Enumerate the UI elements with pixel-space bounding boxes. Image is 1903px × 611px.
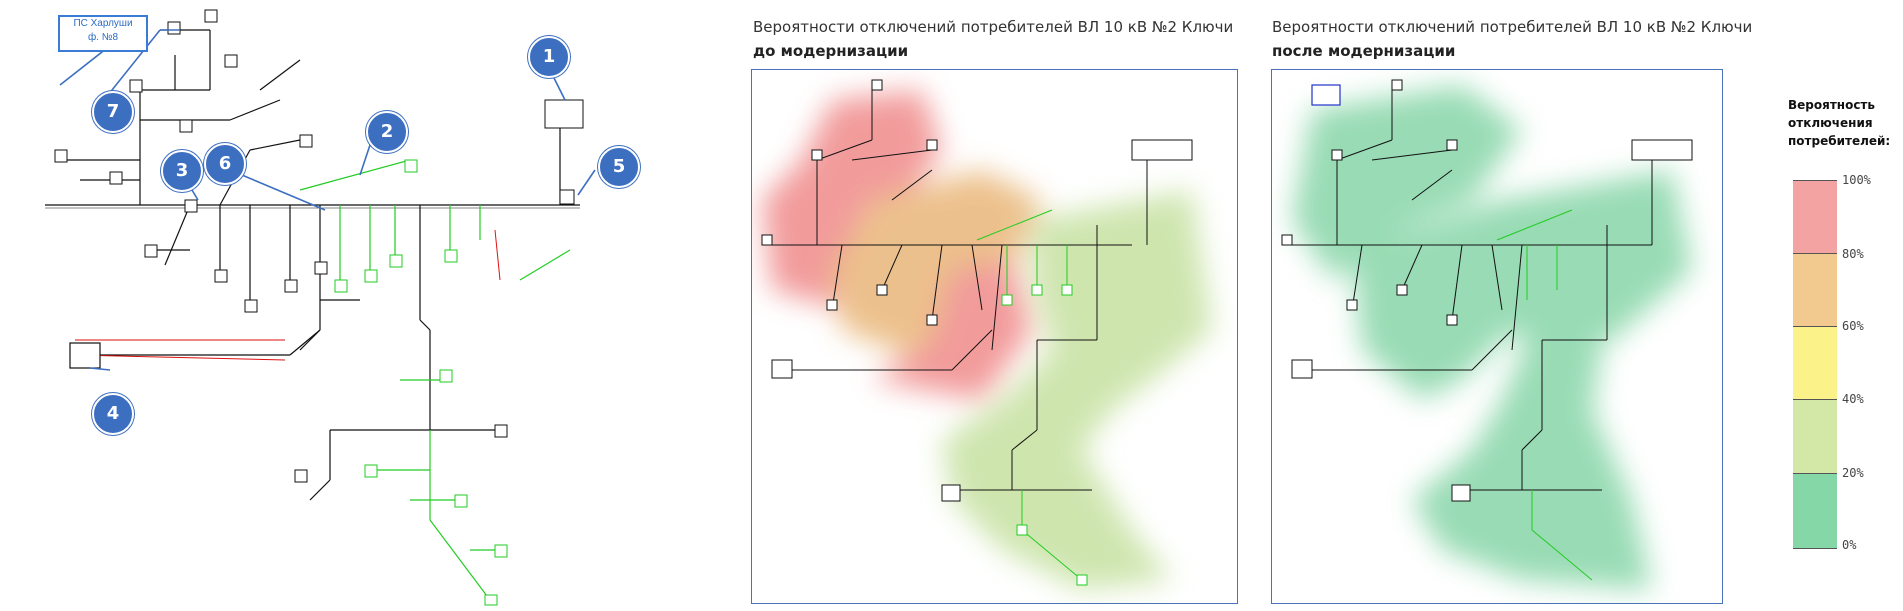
legend-title: Вероятность отключения потребителей: (1788, 96, 1898, 150)
legend-tick-20: 20% (1842, 466, 1864, 480)
callout-line2: ф. №8 (87, 32, 119, 43)
legend: Вероятность отключения потребителей: (1788, 96, 1898, 566)
callout-line1: ПС Харлуши (73, 18, 133, 29)
legend-title-line1: Вероятность (1788, 98, 1875, 112)
marker-5: 5 (598, 146, 640, 188)
legend-band-40-60 (1793, 326, 1837, 400)
title-before-line1: Вероятности отключений потребителей ВЛ 1… (753, 18, 1234, 36)
heatmap-before (761, 79, 1212, 590)
legend-tick-0: 0% (1842, 538, 1857, 552)
legend-band-20-40 (1793, 399, 1837, 474)
legend-band-60-80 (1793, 253, 1837, 327)
legend-tick-100: 100% (1842, 173, 1871, 187)
title-after-line1: Вероятности отключений потребителей ВЛ 1… (1272, 18, 1753, 36)
schema-drawing (45, 9, 596, 606)
marker-6: 6 (204, 143, 246, 185)
legend-band-80-100 (1793, 180, 1837, 254)
title-before-line2: до модернизации (753, 42, 909, 60)
marker-1: 1 (528, 36, 570, 78)
marker-3: 3 (161, 150, 203, 192)
legend-tick-40: 40% (1842, 392, 1864, 406)
panel-before (751, 69, 1238, 604)
network-schema: ПС Харлуши ф. №8 1 2 3 4 5 6 7 (0, 0, 640, 611)
legend-title-line3: потребителей: (1788, 134, 1891, 148)
heatmap-after (1281, 79, 1693, 590)
marker-7: 7 (92, 91, 134, 133)
marker-4: 4 (92, 393, 134, 435)
panel-after (1271, 69, 1723, 604)
marker-2: 2 (366, 111, 408, 153)
legend-tick-60: 60% (1842, 319, 1864, 333)
legend-tick-80: 80% (1842, 247, 1864, 261)
legend-band-0-20 (1793, 473, 1837, 549)
title-after-line2: после модернизации (1272, 42, 1456, 60)
legend-title-line2: отключения (1788, 116, 1873, 130)
legend-color-scale (1793, 180, 1837, 549)
callout-ps-harlushi: ПС Харлуши ф. №8 (58, 15, 148, 52)
